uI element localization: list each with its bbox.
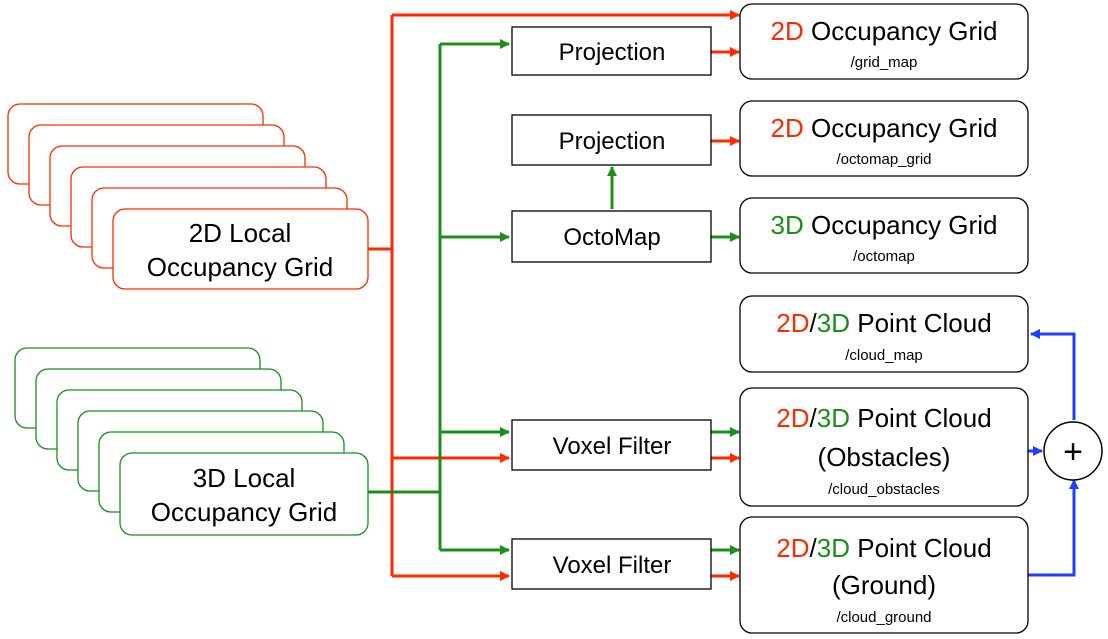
projection-top-label: Projection <box>559 39 666 66</box>
green-connectors <box>368 39 740 555</box>
local-3d-grid-box <box>119 452 369 536</box>
dim-b-label: 3D <box>817 533 850 563</box>
output-cloud-obstacles-box <box>739 387 1029 507</box>
dim-label: 2D <box>771 113 804 143</box>
sum-node <box>1043 421 1103 481</box>
output-cloud-obstacles-title: 2D/3D Point Cloud <box>776 403 991 433</box>
dim-label: 3D <box>771 210 804 240</box>
voxel-filter-bottom-box <box>511 538 712 590</box>
blue-arrow-sum-to-cloud-map <box>1030 329 1076 420</box>
local-3d-line1: 3D Local <box>193 463 296 493</box>
local-2d-line2: Occupancy Grid <box>147 252 333 282</box>
output-cloud-ground-topic: /cloud_ground <box>836 609 931 626</box>
blue-arrow-ground-to-sum <box>1028 479 1079 577</box>
sum-symbol: + <box>1063 433 1083 471</box>
projection-mid-box <box>511 114 712 166</box>
local-2d-grid-stack <box>7 103 369 290</box>
projection-top-box <box>511 26 712 76</box>
slash: / <box>810 533 818 563</box>
output-octomap-title: 3D Occupancy Grid <box>771 210 998 240</box>
output-octomap-grid-box <box>739 100 1029 177</box>
output-grid-map-title: 2D Occupancy Grid <box>771 16 998 46</box>
title-text: Occupancy Grid <box>804 16 998 46</box>
local-3d-line2: Occupancy Grid <box>151 497 337 527</box>
output-cloud-map-title: 2D/3D Point Cloud <box>776 308 991 338</box>
output-octomap-box <box>739 197 1029 274</box>
dim-label: 2D <box>771 16 804 46</box>
voxel-filter-top-box <box>511 419 712 471</box>
output-cloud-obstacles-topic: /cloud_obstacles <box>828 481 940 498</box>
title-text: Point Cloud <box>850 533 992 563</box>
slash: / <box>810 403 818 433</box>
output-cloud-ground-title: 2D/3D Point Cloud <box>776 533 991 563</box>
dim-a-label: 2D <box>776 533 809 563</box>
title-text: Point Cloud <box>850 308 992 338</box>
local-2d-line1: 2D Local <box>189 218 292 248</box>
output-cloud-map-topic: /cloud_map <box>845 347 923 364</box>
red-connectors <box>368 10 740 581</box>
output-octomap-grid-topic: /octomap_grid <box>836 151 931 168</box>
title-text: Occupancy Grid <box>804 113 998 143</box>
dim-b-label: 3D <box>817 403 850 433</box>
blue-connectors <box>1028 329 1079 577</box>
octomap-label: OctoMap <box>563 224 660 251</box>
output-grid-map-topic: /grid_map <box>851 54 918 71</box>
output-cloud-ground-sub: (Ground) <box>832 570 936 600</box>
output-cloud-map-box <box>739 295 1029 373</box>
output-octomap-topic: /octomap <box>853 248 915 265</box>
octomap-box <box>511 210 712 263</box>
dim-a-label: 2D <box>776 308 809 338</box>
slash: / <box>810 308 818 338</box>
title-text: Occupancy Grid <box>804 210 998 240</box>
output-grid-map-box <box>739 3 1029 80</box>
local-3d-grid-stack <box>14 347 369 536</box>
title-text: Point Cloud <box>850 403 992 433</box>
projection-mid-label: Projection <box>559 128 666 155</box>
output-cloud-obstacles-sub: (Obstacles) <box>818 442 951 472</box>
voxel-filter-bottom-label: Voxel Filter <box>553 552 672 579</box>
dim-b-label: 3D <box>817 308 850 338</box>
output-cloud-ground-box <box>739 516 1029 634</box>
dim-a-label: 2D <box>776 403 809 433</box>
voxel-filter-top-label: Voxel Filter <box>553 433 672 460</box>
output-octomap-grid-title: 2D Occupancy Grid <box>771 113 998 143</box>
